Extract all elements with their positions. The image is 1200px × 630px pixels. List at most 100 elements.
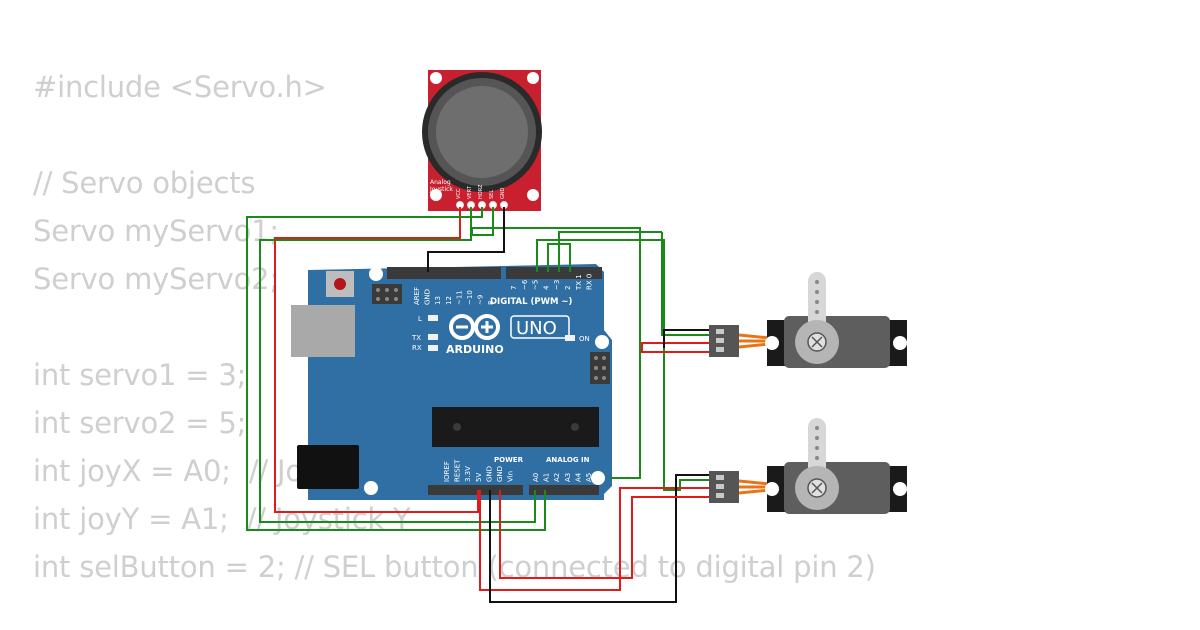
mount-hole bbox=[595, 335, 609, 349]
model-label: UNO bbox=[516, 318, 557, 339]
header-pin-label: RX 0 bbox=[586, 274, 594, 290]
wire-black-gnd[interactable] bbox=[427, 207, 505, 272]
wire-red-vcc[interactable] bbox=[274, 207, 479, 513]
header-pin-label: Vin bbox=[507, 471, 515, 482]
header-pin-label: AREF bbox=[413, 287, 421, 305]
servo-cable bbox=[738, 479, 771, 495]
header-pin-label: A2 bbox=[553, 473, 561, 482]
horn-hole bbox=[815, 310, 819, 314]
header-pin-label: 3.3V bbox=[464, 466, 472, 482]
header-pin-label: GND bbox=[496, 466, 504, 482]
code-line: int servo2 = 5; bbox=[33, 406, 247, 440]
wire-black-servo1[interactable] bbox=[663, 329, 716, 348]
servo-motor-1[interactable] bbox=[709, 272, 907, 368]
digital-label: DIGITAL (PWM ~) bbox=[490, 297, 572, 307]
icsp-header-right bbox=[590, 352, 610, 384]
servo-motor-2[interactable] bbox=[709, 418, 907, 514]
mount-hole bbox=[527, 189, 539, 201]
joystick-label-1: Analog bbox=[430, 179, 451, 186]
led-on-label: ON bbox=[579, 335, 590, 343]
joystick-cap[interactable] bbox=[436, 86, 528, 178]
mount-hole bbox=[765, 482, 779, 496]
header-pin-label: A3 bbox=[564, 473, 572, 482]
mount-hole bbox=[430, 72, 442, 84]
connector-pin bbox=[716, 475, 724, 480]
mount-hole bbox=[369, 267, 383, 281]
wire-green-sel[interactable] bbox=[471, 207, 641, 479]
horn-hole bbox=[815, 290, 819, 294]
connector-pin bbox=[716, 493, 724, 498]
led-on bbox=[565, 335, 575, 341]
icsp-header bbox=[372, 284, 402, 304]
led-rx bbox=[428, 345, 438, 351]
pin-label: GND bbox=[500, 187, 506, 199]
header-pin-label: 7 bbox=[510, 286, 518, 290]
analog-label: ANALOG IN bbox=[546, 456, 590, 464]
reset-button-cap[interactable] bbox=[334, 278, 346, 290]
analog-header bbox=[529, 485, 599, 495]
usb-port bbox=[291, 305, 355, 357]
screw-x bbox=[811, 482, 823, 494]
pin-label: VERT bbox=[467, 185, 473, 199]
horn-hole bbox=[815, 436, 819, 440]
connector-pin bbox=[716, 329, 724, 334]
wire-red-servo2[interactable] bbox=[479, 487, 716, 591]
header-pin-label: ~6 bbox=[521, 279, 529, 290]
header-pin-label: ~11 bbox=[455, 290, 463, 305]
wire-black-servo2[interactable] bbox=[489, 474, 716, 603]
header-pin-label: A1 bbox=[543, 473, 551, 482]
header-pin-label: 13 bbox=[434, 296, 442, 305]
mount-hole bbox=[591, 471, 605, 485]
code-line: int servo1 = 3; bbox=[33, 358, 247, 392]
header-pin-label: GND bbox=[424, 289, 432, 305]
code-line: Servo myServo1; bbox=[33, 214, 280, 248]
digital-header-left bbox=[387, 267, 501, 279]
code-line: Servo myServo2; bbox=[33, 262, 280, 296]
mount-hole bbox=[765, 336, 779, 350]
header-pin-label: 4 bbox=[542, 285, 550, 290]
wire-green-d3[interactable] bbox=[547, 243, 571, 272]
wire-green-servo1b[interactable] bbox=[661, 232, 716, 336]
header-pin-label: ~9 bbox=[477, 295, 485, 305]
mount-hole bbox=[893, 482, 907, 496]
led-tx bbox=[428, 334, 438, 340]
header-pin-label: 5V bbox=[475, 473, 483, 482]
header-pin-label: 2 bbox=[564, 286, 572, 290]
pin-label: HORZ bbox=[478, 184, 484, 199]
horn-hole bbox=[815, 280, 819, 284]
header-pin-label: GND bbox=[485, 466, 493, 482]
header-pin-label: A5 bbox=[585, 473, 593, 482]
arduino-logo bbox=[449, 314, 500, 340]
wire-red-servo2b[interactable] bbox=[499, 490, 716, 579]
wire-green-horz[interactable] bbox=[246, 207, 546, 531]
arduino-uno-board[interactable]: DIGITAL (PWM ~) L TX RX ARDUINO UNO ON bbox=[291, 264, 612, 500]
led-rx-label: RX bbox=[412, 344, 422, 352]
led-tx-label: TX bbox=[411, 334, 421, 342]
chip-dot bbox=[571, 423, 579, 431]
mount-hole bbox=[430, 189, 442, 201]
header-pin-label: IOREF bbox=[443, 461, 451, 482]
horn-hole bbox=[815, 446, 819, 450]
servo-cable bbox=[738, 333, 771, 349]
chip-dot bbox=[453, 423, 461, 431]
header-pin-label: ~3 bbox=[553, 280, 561, 290]
connector-pin bbox=[716, 338, 724, 343]
header-pin-label: RESET bbox=[454, 459, 462, 482]
digital-header-right bbox=[506, 267, 602, 279]
header-pin-label: ~5 bbox=[532, 280, 540, 290]
joystick-module[interactable]: Analog Joystick VCC VERT HORZ SEL GND bbox=[422, 70, 542, 211]
header-pin-label: A0 bbox=[532, 473, 540, 482]
wire-green-servo1a[interactable] bbox=[558, 231, 662, 272]
wire-green-servo2[interactable] bbox=[536, 239, 716, 491]
mount-hole bbox=[893, 336, 907, 350]
code-line: #include <Servo.h> bbox=[33, 70, 327, 104]
wire-red-servo1[interactable] bbox=[641, 342, 716, 353]
connector-pin bbox=[716, 347, 724, 352]
horn-hole bbox=[815, 456, 819, 460]
joystick-label-2: Joystick bbox=[429, 186, 453, 193]
